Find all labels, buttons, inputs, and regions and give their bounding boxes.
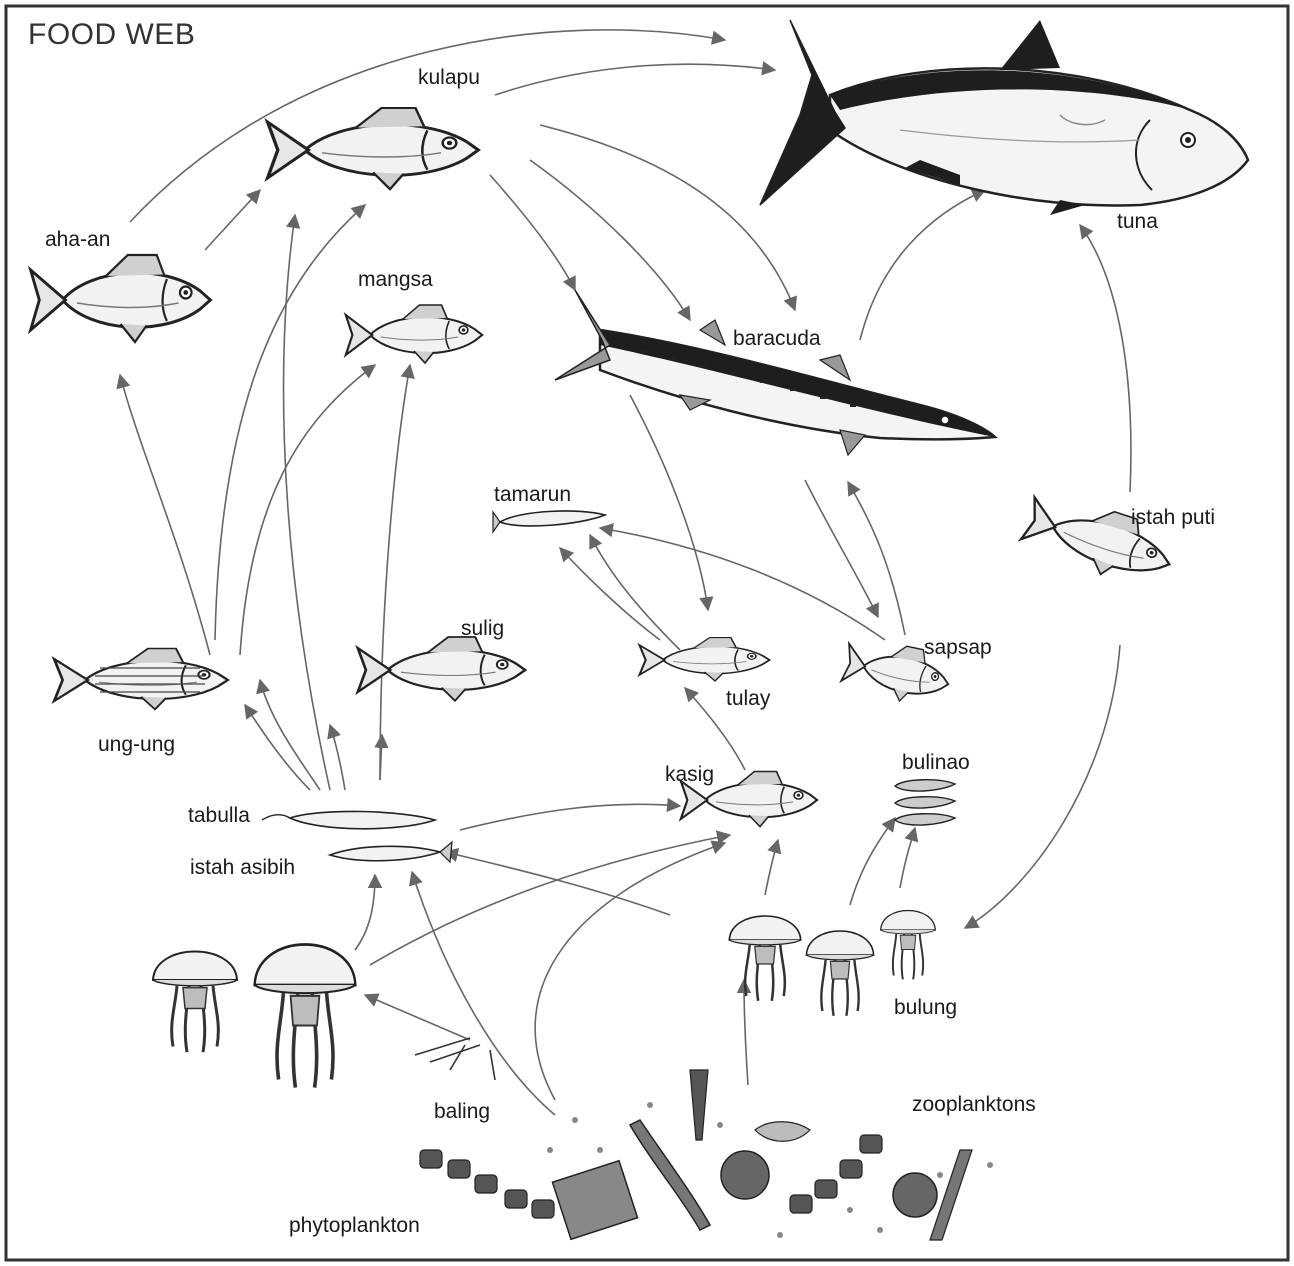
diagram-title: FOOD WEB	[28, 18, 195, 52]
arrow-aha-an-to-kulapu	[205, 190, 260, 250]
feeding-arrows	[120, 30, 1131, 1115]
arrow-kulapu-baracuda-link-2	[530, 160, 690, 320]
arrow-tabulla-to-kasig	[460, 804, 680, 830]
mangsa-fish-icon	[346, 305, 482, 363]
tuna-fish-icon	[760, 20, 1248, 215]
label-ung-ung: ung-ung	[98, 733, 175, 757]
kulapu-fish-icon	[268, 108, 479, 189]
baling-shrimp-icon	[415, 1038, 495, 1080]
arrow-ung-ung-to-kulapu	[215, 205, 365, 640]
arrow-bulung-to-bulinao	[850, 818, 895, 905]
label-phytoplankton: phytoplankton	[289, 1214, 420, 1238]
label-baling: baling	[434, 1100, 490, 1124]
label-istah-asibih: istah asibih	[190, 856, 295, 880]
label-aha-an: aha-an	[45, 228, 110, 252]
arrow-kulapu-baracuda-link	[490, 175, 575, 290]
label-tamarun: tamarun	[494, 483, 571, 507]
arrow-tabulla-up	[330, 725, 345, 790]
label-tabulla: tabulla	[188, 804, 250, 828]
arrow-istah-puti-to-bulung	[965, 645, 1120, 928]
tulay-fish-icon	[639, 638, 769, 682]
baracuda-fish-icon	[555, 290, 995, 455]
arrow-jellyfish-to-tabulla	[355, 875, 375, 950]
label-mangsa: mangsa	[358, 268, 433, 292]
arrow-tabulla-to-ung-ung	[245, 705, 310, 790]
ung-ung-fish-icon	[54, 649, 228, 710]
tamarun-fish-icon	[493, 511, 605, 532]
label-sulig: sulig	[461, 617, 504, 641]
arrow-tabulla-to-mangsa	[380, 365, 410, 780]
istah-asibih-fish-icon	[330, 842, 452, 862]
label-bulinao: bulinao	[902, 751, 970, 775]
jellyfish-left-icon	[153, 945, 355, 1088]
arrow-kulapu-to-tuna	[495, 64, 775, 95]
arrow-bulung-to-kasig	[765, 840, 778, 895]
istah-puti-fish-icon	[1018, 487, 1179, 594]
arrow-istah-puti-to-tuna	[1080, 225, 1131, 492]
arrow-tabulla-to-kulapu	[284, 215, 330, 790]
label-kulapu: kulapu	[418, 66, 480, 90]
arrow-sapsap-to-baracuda	[848, 482, 905, 635]
label-tulay: tulay	[726, 687, 770, 711]
arrow-aha-an-to-tuna	[130, 30, 725, 222]
arrow-baracuda-to-sapsap	[805, 480, 878, 617]
arrow-tulay-to-tamarun	[560, 548, 660, 640]
label-bulung: bulung	[894, 996, 957, 1020]
bulinao-fish-icon	[895, 780, 955, 825]
arrow-baracuda-to-tuna	[860, 190, 985, 340]
label-tuna: tuna	[1117, 210, 1158, 234]
arrow-kulapu-to-baracuda	[540, 125, 795, 310]
aha-an-fish-icon	[31, 255, 211, 342]
arrow-ung-ung-to-mangsa	[240, 365, 375, 655]
label-sapsap: sapsap	[924, 636, 992, 660]
arrow-baracuda-to-tulay	[630, 395, 708, 610]
label-istah-puti: istah puti	[1131, 506, 1215, 530]
arrow-bulung-to-bulinao-2	[900, 828, 915, 888]
tabulla-squid-icon	[262, 811, 435, 828]
arrow-baling-to-jellyfish	[365, 995, 470, 1040]
arrow-sapsap-to-tamarun	[600, 528, 885, 640]
arrow-ung-ung-to-aha-an	[120, 375, 210, 655]
plankton-icon	[420, 1070, 993, 1240]
label-baracuda: baracuda	[733, 327, 821, 351]
label-kasig: kasig	[665, 763, 714, 787]
label-zooplanktons: zooplanktons	[912, 1093, 1036, 1117]
